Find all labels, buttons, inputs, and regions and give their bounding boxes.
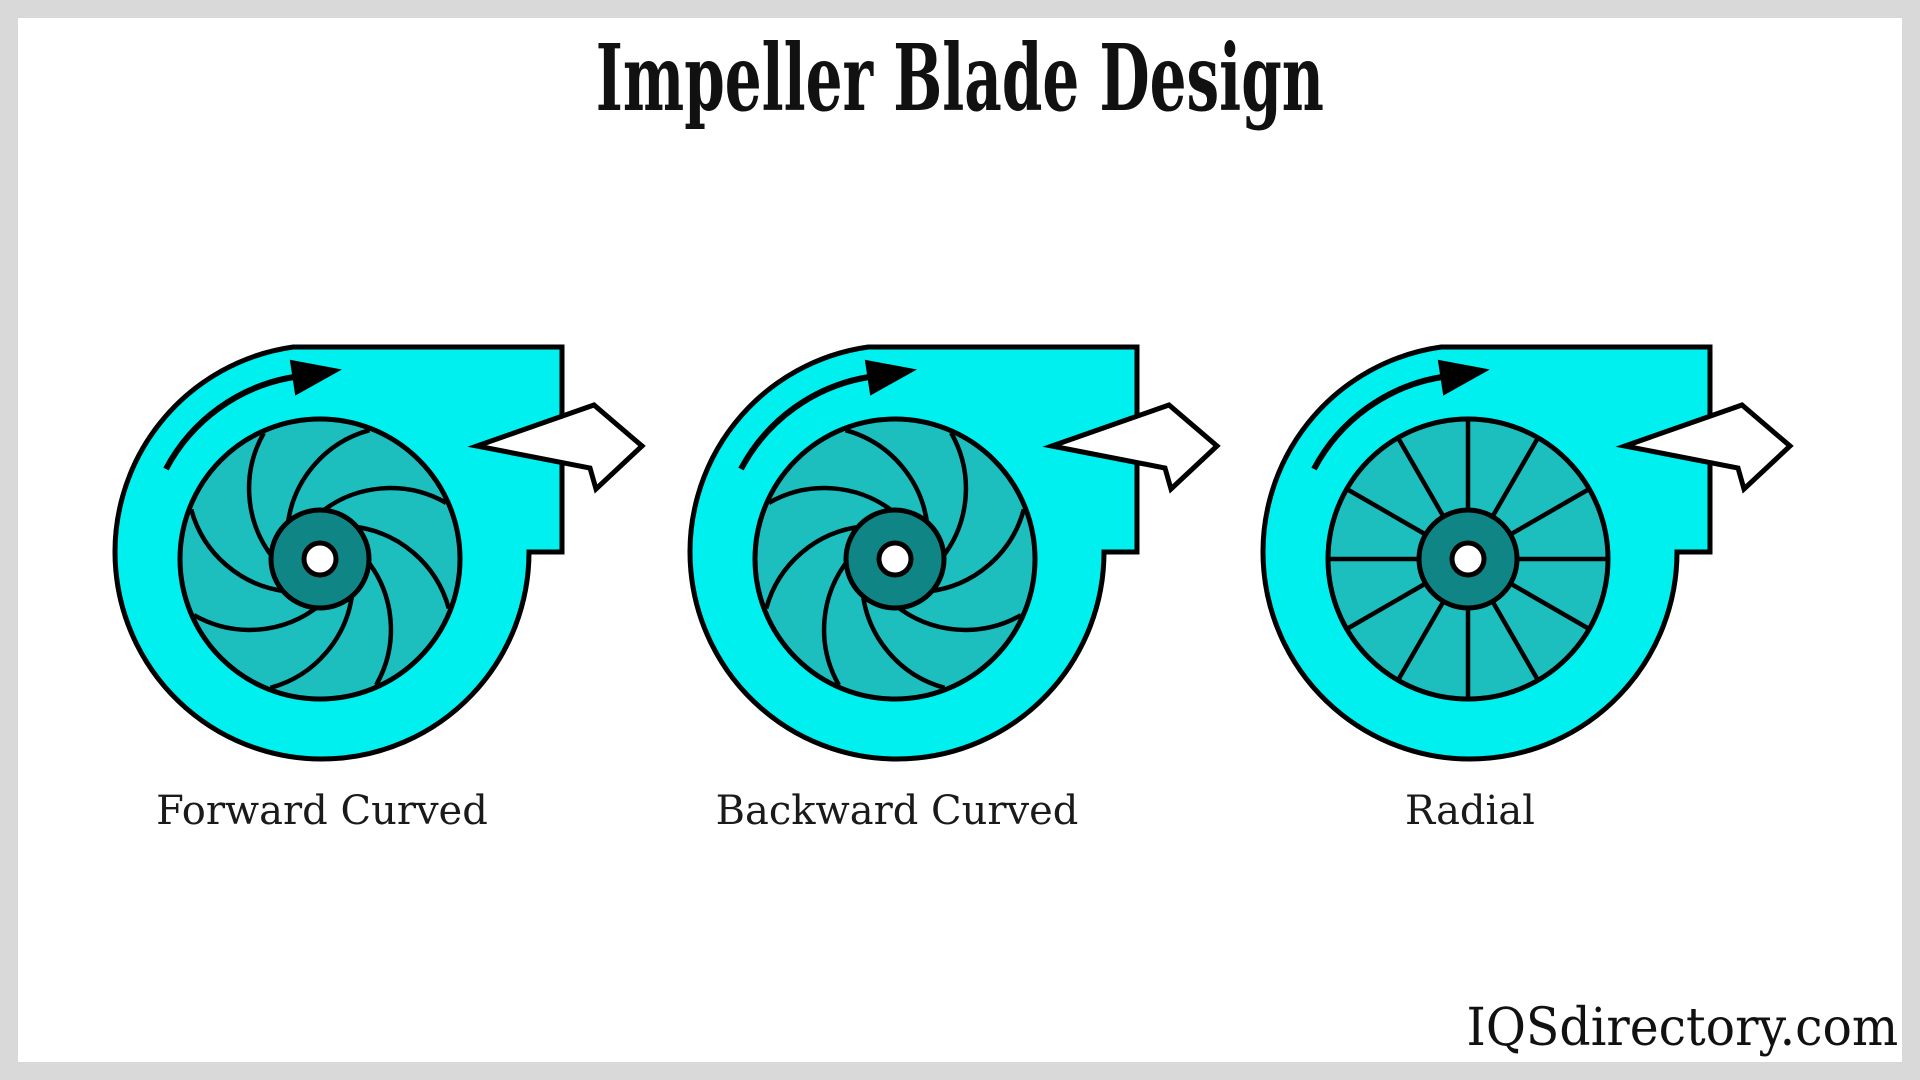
impeller-radial	[1260, 344, 1794, 762]
rotation-arrowhead-icon	[289, 359, 342, 396]
radial-blade	[1489, 597, 1539, 680]
radial-blade	[1506, 488, 1589, 538]
backward-curved-blade	[821, 557, 851, 687]
radial-blade	[1347, 488, 1430, 538]
backward-curved-blade	[764, 524, 863, 610]
impeller-blades	[1330, 421, 1606, 697]
forward-curved-blade	[189, 508, 288, 594]
forward-curved-blade	[285, 428, 371, 527]
rotation-arrow-icon	[1311, 374, 1443, 471]
impeller-wheel	[752, 416, 1038, 702]
backward-curved-blade	[939, 431, 969, 561]
rotation-arrowhead-icon	[1437, 359, 1490, 396]
radial-blade	[1397, 597, 1447, 680]
impeller-label-forward-curved: Forward Curved	[156, 788, 488, 834]
forward-curved-blade	[246, 431, 276, 561]
radial-blade	[1489, 438, 1539, 521]
shaft-hole	[301, 540, 339, 578]
rotation-arrow-icon	[738, 374, 870, 471]
impeller-wheel	[1325, 416, 1611, 702]
forward-curved-blade	[318, 485, 448, 515]
rotation-arrowhead-icon	[864, 359, 917, 396]
impeller-label-backward-curved: Backward Curved	[715, 788, 1079, 834]
backward-curved-blade	[927, 508, 1026, 594]
outlet-flow-arrow-icon	[1615, 402, 1794, 494]
backward-curved-blade	[893, 603, 1023, 633]
outlet-flow-arrow-icon	[1042, 402, 1221, 494]
radial-blade	[1397, 438, 1447, 521]
rotation-arrow-icon	[163, 374, 295, 471]
forward-curved-blade	[364, 557, 394, 687]
impeller-blades	[764, 428, 1026, 690]
page-title-text: Impeller Blade Design	[595, 24, 1325, 132]
backward-curved-blade	[860, 591, 946, 690]
backward-curved-blade	[767, 485, 897, 515]
impeller-label-radial: Radial	[1405, 788, 1535, 834]
impeller-wheel	[177, 416, 463, 702]
backward-curved-blade	[844, 428, 930, 527]
shaft-hole	[876, 540, 914, 578]
impeller-blades	[189, 428, 451, 690]
forward-curved-blade	[192, 603, 322, 633]
radial-blade	[1347, 580, 1430, 630]
radial-blade	[1506, 580, 1589, 630]
impeller-backward-curved	[687, 344, 1221, 762]
forward-curved-blade	[352, 524, 451, 610]
forward-curved-blade	[269, 591, 355, 690]
impeller-forward-curved	[112, 344, 646, 762]
outlet-flow-arrow-icon	[467, 402, 646, 494]
shaft-hole	[1449, 540, 1487, 578]
watermark: IQSdirectory.com	[1466, 998, 1898, 1058]
page-title: Impeller Blade Design	[0, 24, 1920, 132]
